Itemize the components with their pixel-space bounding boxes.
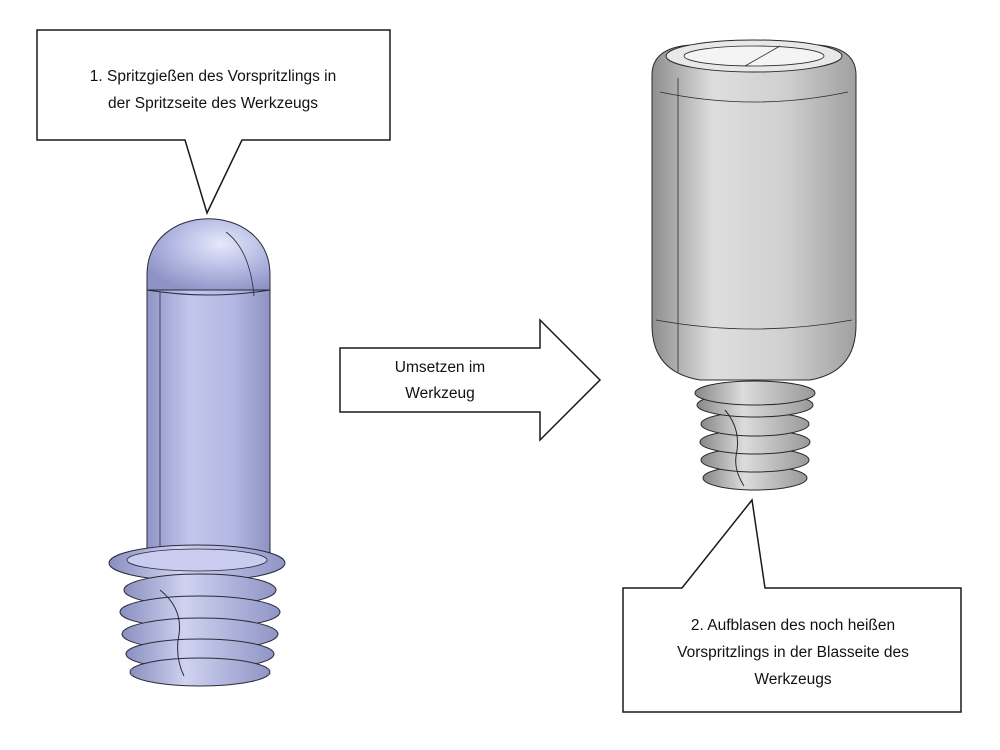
preform-dome (146, 218, 271, 291)
callout-bottom-line-3: Werkzeugs (754, 671, 831, 688)
callout-bottom-line-1: 2. Aufblasen des noch heißen (691, 617, 895, 634)
arrow-shape (339, 318, 602, 442)
bottle-body (651, 44, 857, 381)
arrow-label-line-2: Werkzeug (405, 385, 475, 402)
callout-top-line-1: 1. Spritzgießen des Vorspritzlings in (90, 68, 336, 85)
transfer-arrow: Umsetzen im Werkzeug (339, 318, 602, 442)
callout-top-frame (36, 29, 391, 216)
callout-bottom-frame (622, 498, 962, 713)
preform-threads (119, 573, 281, 687)
bottle-illustration (651, 39, 857, 491)
arrow-label-line-1: Umsetzen im (395, 359, 485, 376)
callout-bottom: 2. Aufblasen des noch heißen Vorspritzli… (622, 498, 962, 713)
bottle-threads (694, 380, 816, 491)
preform-body (146, 287, 271, 559)
callout-top: 1. Spritzgießen des Vorspritzlings in de… (36, 29, 391, 216)
preform-illustration (108, 218, 286, 687)
callout-bottom-line-2: Vorspritzlings in der Blasseite des (677, 644, 909, 661)
callout-top-line-2: der Spritzseite des Werkzeugs (108, 95, 318, 112)
